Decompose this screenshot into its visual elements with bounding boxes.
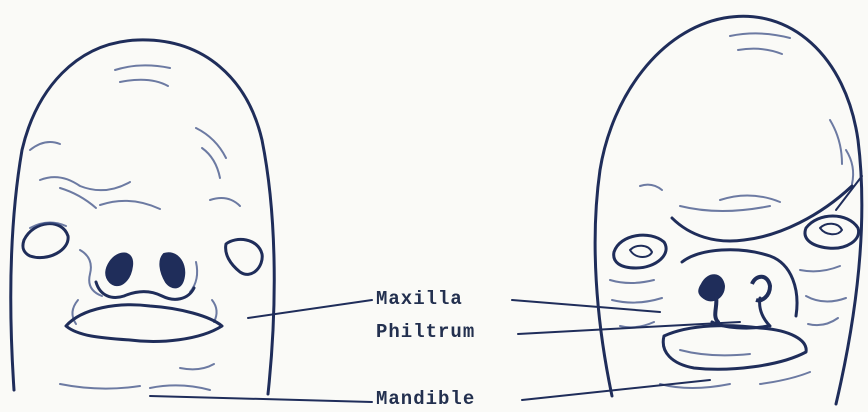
philtrum-label: Philtrum [376,321,475,343]
right-head-right-nasal-process [760,298,770,326]
right-head-left-eye [614,235,666,268]
left-embryo-head [11,40,275,394]
right-embryo-head [595,16,862,404]
right-head-left-nostril [699,275,724,300]
left-forehead-shading [30,65,240,209]
left-head-right-nostril [160,253,184,287]
leader-lines [150,300,740,402]
mandible-label: Mandible [376,388,475,410]
right-head-brow-leader [836,176,862,210]
right-head-right-eye [805,216,859,248]
right-head-left-pupil [630,246,652,257]
left-head-left-nostril [106,253,132,285]
left-chin-shading [60,364,214,390]
right-forehead-shading [640,33,853,211]
right-head-left-nasal-process [715,296,718,322]
right-head-right-pupil [820,224,842,235]
left-head-right-eye [226,239,263,274]
mandible-leader-right [522,380,710,400]
maxilla-label: Maxilla [376,288,463,310]
maxilla-leader-left [248,300,372,318]
mandible-leader-left [150,396,372,402]
left-head-mouth [66,305,222,342]
right-head-mouth [663,326,806,370]
philtrum-leader [518,322,740,334]
right-cheek-shading [610,266,846,327]
right-head-right-nostril [752,277,770,301]
right-head-snout-outline [682,250,797,316]
